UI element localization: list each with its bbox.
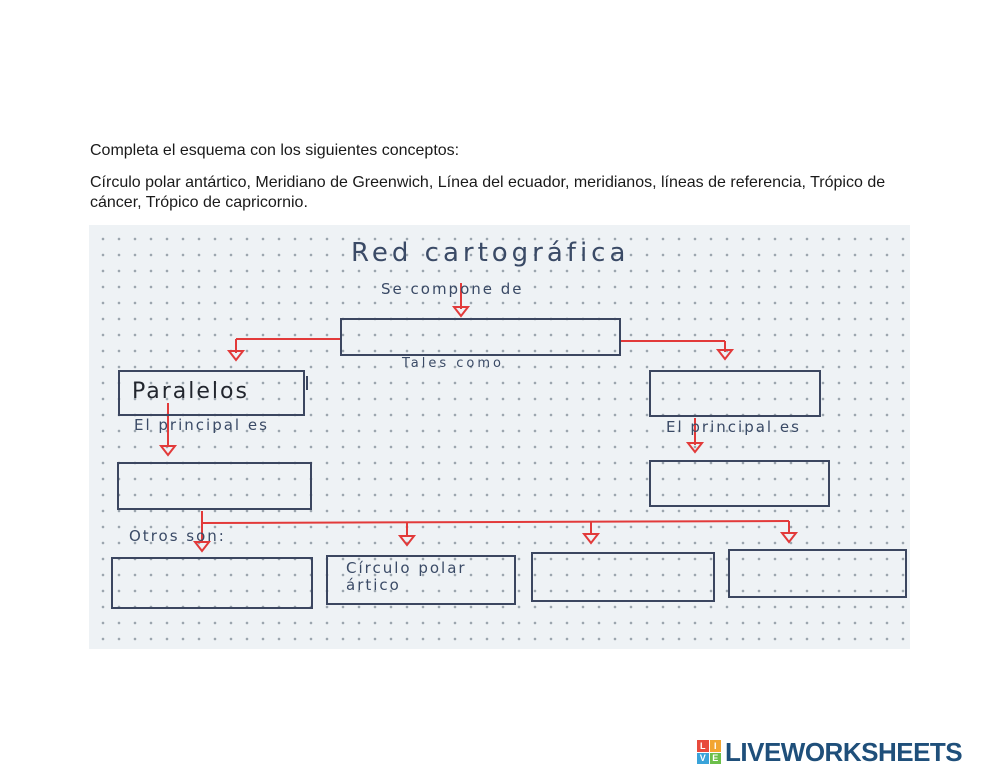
arrow-otros-1 [192, 541, 212, 553]
logo-letter-l: L [697, 740, 709, 752]
arrow-otros-2 [397, 535, 417, 547]
label-paralelos: Paralelos [132, 379, 249, 404]
instruction-heading: Completa el esquema con los siguientes c… [90, 142, 460, 159]
label-tales-como: Tales como [402, 356, 504, 371]
answer-box-principal-left[interactable] [117, 462, 312, 510]
arrow-principal-left [158, 445, 178, 457]
logo-letter-v: V [697, 752, 709, 764]
label-otros-son: Otros son: [129, 527, 226, 545]
answer-box-otros-1[interactable] [111, 557, 313, 609]
label-circulo-polar-artico: Círculo polar ártico [346, 559, 467, 594]
concept-list: Círculo polar antártico, Meridiano de Gr… [90, 174, 886, 211]
arrow-main-box [451, 306, 471, 318]
box-paralelos: Paralelos [118, 370, 305, 416]
arrow-otros-3 [581, 533, 601, 545]
logo-letter-e: E [709, 752, 721, 764]
arrow-left-box [226, 350, 246, 362]
connector-lines [158, 283, 799, 553]
notebook-sheet: Red cartográfica Se compone de Tales com… [89, 225, 910, 649]
answer-box-principal-right[interactable] [649, 460, 830, 507]
arrow-right-box [715, 349, 735, 361]
arrow-otros-4 [779, 532, 799, 544]
label-principal-left: El principal es [134, 416, 269, 434]
pen-mark [306, 376, 308, 390]
diagram-title: Red cartográfica [351, 238, 630, 268]
label-principal-right: El principal es [666, 418, 801, 436]
answer-box-right[interactable] [649, 370, 821, 417]
arrow-principal-right [685, 442, 705, 454]
liveworksheets-brand: L I V E LIVEWORKSHEETS [697, 736, 963, 767]
box-circulo-polar-artico: Círculo polar ártico [326, 555, 516, 605]
logo-letter-i: I [709, 740, 721, 752]
answer-box-otros-4[interactable] [728, 549, 907, 598]
answer-box-otros-3[interactable] [531, 552, 715, 602]
connector-otros-horizontal [201, 520, 790, 524]
liveworksheets-logo-icon: L I V E [697, 740, 721, 764]
answer-box-main[interactable] [340, 318, 621, 356]
diagram-subtitle: Se compone de [381, 280, 524, 298]
brand-name: LIVEWORKSHEETS [725, 736, 963, 767]
